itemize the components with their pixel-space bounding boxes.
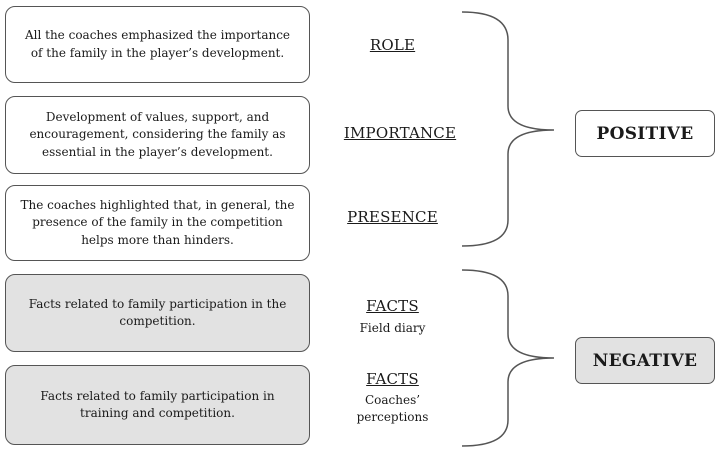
positive-box-role-text: All the coaches emphasized the importanc… [24,28,291,60]
positive-box-presence-text: The coaches highlighted that, in general… [20,197,295,247]
positive-box-presence: The coaches highlighted that, in general… [5,185,310,261]
negative-result-box: NEGATIVE [575,337,715,384]
label-facts-coaches: FACTS [366,370,419,388]
label-facts-field: FACTS [366,297,419,315]
negative-result-label: NEGATIVE [592,350,698,371]
negative-box-competition-text: Facts related to family participation in… [28,296,287,328]
label-role: ROLE [369,36,416,54]
sublabel-field-diary: Field diary [359,321,426,335]
positive-result-box: POSITIVE [575,110,715,157]
label-importance: IMPORTANCE [343,124,457,142]
positive-box-role: All the coaches emphasized the importanc… [5,6,310,83]
positive-box-importance-text: Development of values, support, and enco… [29,109,286,159]
positive-result-label: POSITIVE [596,123,694,144]
negative-bracket [461,269,555,447]
negative-box-competition: Facts related to family participation in… [5,274,310,352]
negative-box-training-text: Facts related to family participation in… [40,388,275,420]
label-presence: PRESENCE [347,208,438,226]
positive-box-importance: Development of values, support, and enco… [5,96,310,174]
negative-box-training: Facts related to family participation in… [5,365,310,445]
positive-bracket [461,11,555,247]
sublabel-coaches-perceptions: Coaches’ perceptions [356,393,429,424]
